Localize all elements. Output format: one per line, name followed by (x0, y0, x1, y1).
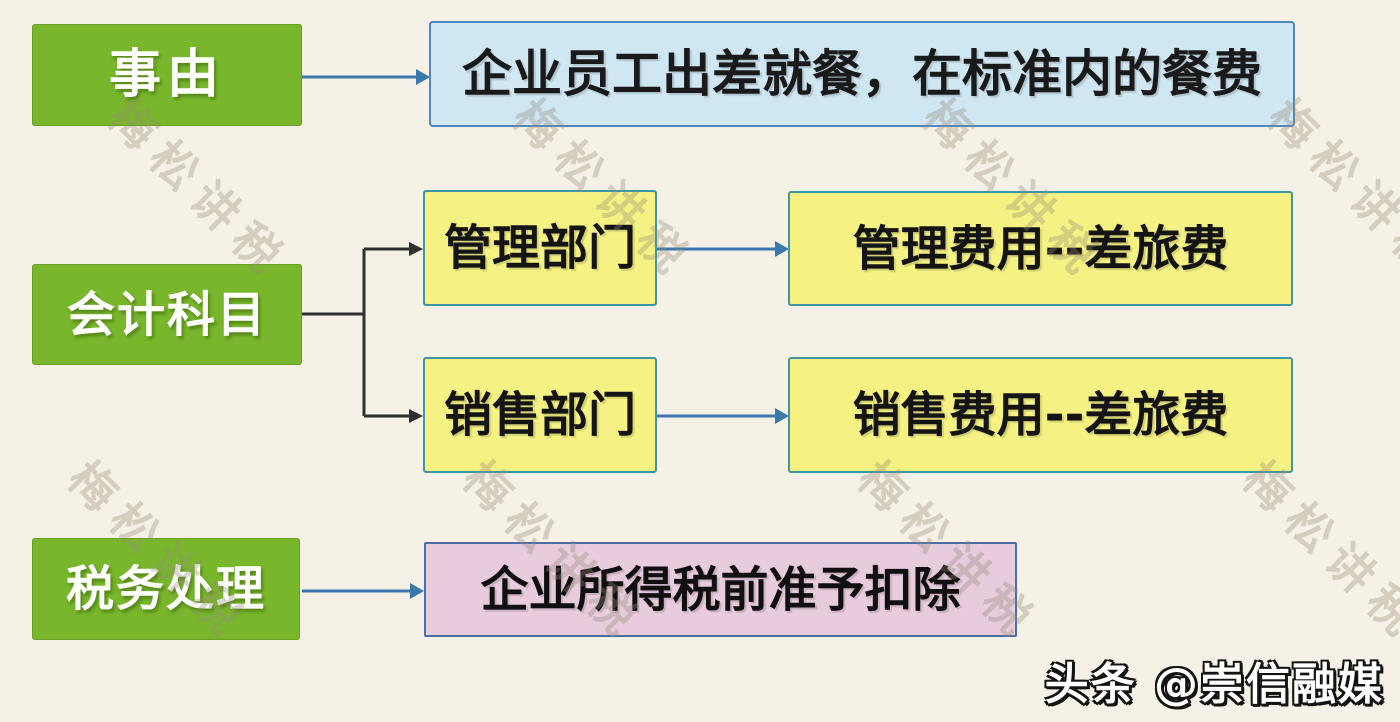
arrowhead-to-mgmt-dept (409, 242, 423, 256)
node-tax-treatment-label: 税务处理 (32, 538, 300, 640)
node-reason-description: 企业员工出差就餐，在标准内的餐费 (429, 21, 1295, 127)
node-tax-description: 企业所得税前准予扣除 (424, 542, 1017, 637)
connector-accounting-branch (302, 242, 423, 423)
node-reason-label: 事由 (32, 24, 302, 126)
node-accounting-subjects-label: 会计科目 (32, 264, 302, 365)
arrowhead-to-sales-dept (409, 409, 423, 423)
arrow-reason-to-desc (302, 69, 430, 85)
node-management-department: 管理部门 (423, 190, 657, 306)
toutiao-credit: 头条 @崇信融媒 (1044, 659, 1384, 710)
arrow-tax-to-desc (302, 583, 424, 599)
node-sales-department: 销售部门 (423, 357, 657, 473)
arrow-mgmt-to-expense (657, 241, 789, 257)
node-management-expense: 管理费用--差旅费 (788, 191, 1293, 306)
arrow-sales-to-expense (657, 408, 789, 424)
node-sales-expense: 销售费用--差旅费 (788, 357, 1293, 473)
